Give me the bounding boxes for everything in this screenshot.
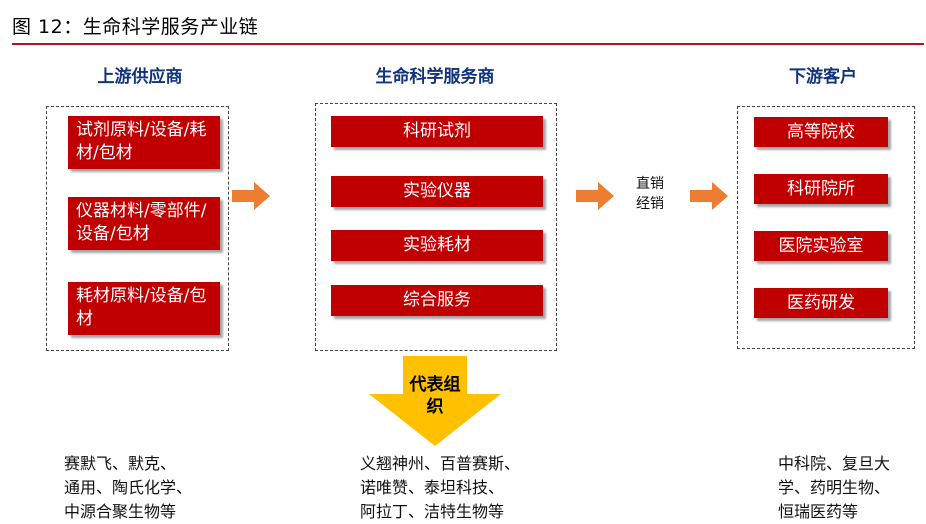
- column-title-upstream: 上游供应商: [97, 67, 183, 87]
- column-title-midstream: 生命科学服务商: [375, 67, 495, 87]
- downstream-item-2-label: 科研院所: [787, 178, 855, 199]
- midstream-item-4: 综合服务: [331, 285, 543, 316]
- right-arrow-icon: [232, 182, 270, 210]
- representatives-downstream: 中科院、复旦大 学、药明生物、 恒瑞医药等: [778, 454, 891, 521]
- figure-title: 图 12：生命科学服务产业链: [12, 16, 259, 38]
- upstream-item-3-label: 耗材原料/设备/包材: [76, 286, 207, 329]
- upstream-item-1-label: 试剂原料/设备/耗材/包材: [76, 120, 207, 163]
- downstream-item-3: 医院实验室: [754, 231, 888, 261]
- right-arrow-icon: [690, 182, 728, 210]
- upstream-item-2-label: 仪器材料/零部件/设备/包材: [76, 201, 207, 244]
- downstream-item-3-label: 医院实验室: [778, 235, 864, 256]
- channel-distribution: 经销: [636, 196, 664, 212]
- channel-direct: 直销: [636, 176, 664, 192]
- midstream-item-2: 实验仪器: [331, 176, 543, 207]
- downstream-item-2: 科研院所: [754, 174, 888, 204]
- representatives-label: 代表组织: [409, 375, 461, 417]
- down-arrow-icon: [369, 356, 501, 446]
- upstream-item-2: 仪器材料/零部件/设备/包材: [68, 197, 220, 250]
- title-rule: [12, 43, 924, 45]
- right-arrow-icon: [576, 182, 614, 210]
- upstream-item-3: 耗材原料/设备/包材: [68, 282, 220, 335]
- upstream-item-1: 试剂原料/设备/耗材/包材: [68, 116, 220, 169]
- channel-labels: 直销 经销: [628, 174, 672, 214]
- downstream-item-4-label: 医药研发: [787, 292, 855, 313]
- representatives-upstream: 赛默飞、默克、 通用、陶氏化学、 中源合聚生物等: [64, 454, 193, 521]
- column-title-downstream: 下游客户: [789, 67, 857, 87]
- midstream-item-1-label: 科研试剂: [403, 121, 471, 141]
- midstream-item-4-label: 综合服务: [403, 290, 471, 310]
- midstream-item-3: 实验耗材: [331, 230, 543, 261]
- midstream-item-3-label: 实验耗材: [403, 235, 471, 255]
- downstream-item-4: 医药研发: [754, 288, 888, 318]
- midstream-item-2-label: 实验仪器: [403, 181, 471, 201]
- representatives-midstream: 义翘神州、百普赛斯、 诺唯赞、泰坦科技、 阿拉丁、洁特生物等: [360, 454, 521, 521]
- midstream-item-1: 科研试剂: [331, 116, 543, 147]
- downstream-item-1: 高等院校: [754, 117, 888, 147]
- downstream-item-1-label: 高等院校: [787, 121, 855, 142]
